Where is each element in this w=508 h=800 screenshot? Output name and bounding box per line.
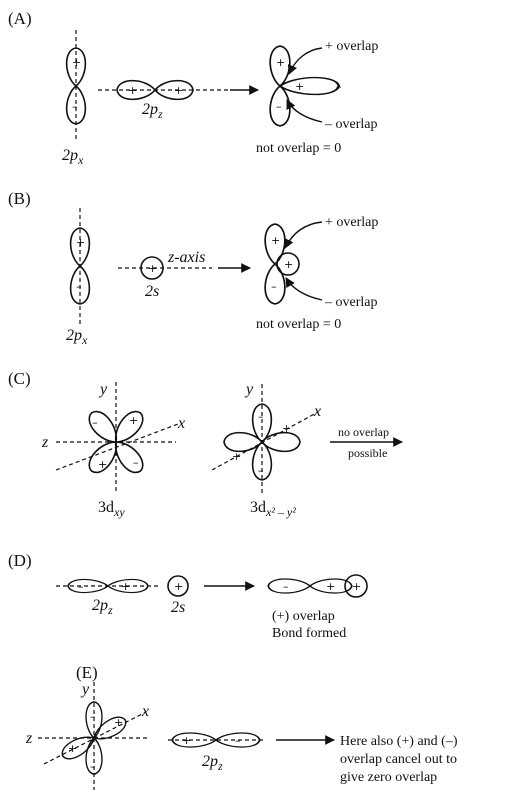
sign-plus: + [129,414,138,427]
label-e: (E) [76,663,98,682]
x-axis-dx2y2 [211,411,319,471]
arrow-plus-overlap [284,221,323,249]
s-orbital-combined-d [344,574,368,598]
label-d: (D) [8,551,32,570]
no-overlap-label: no overlap [338,425,389,439]
sign-plus: + [98,458,107,471]
sign-plus: + [121,580,130,593]
sign-plus: + [271,234,280,247]
x-label: x [141,703,149,720]
sign-plus: + [148,262,157,275]
result-label-1: (+) overlap [272,609,335,624]
sign-plus: + [276,56,285,69]
section-e: (E) – + + – y x z + – 2pz Here also (+) … [25,663,458,790]
sign-minus: – [271,280,277,293]
y-label: y [80,681,90,698]
sign-minus: – [258,464,264,477]
s-orbital-d [167,575,189,597]
plus-overlap-label: + overlap [325,39,378,54]
section-c: (C) – + + – y x z 3dxy – + + – y [8,369,403,519]
sign-plus: + [76,236,85,249]
sign-minus: – [133,456,139,469]
sign-minus: – [76,280,82,293]
sign-plus: + [182,734,191,747]
sign-plus: + [232,450,241,463]
plus-overlap-label: + overlap [325,215,378,230]
sign-minus: – [258,410,264,423]
sign-plus: + [282,422,291,435]
arrow-minus-overlap [286,99,323,123]
sign-plus: + [174,84,183,97]
sign-minus: – [283,580,289,593]
label-2pz-a: 2pz [142,101,163,121]
sign-plus: + [326,580,335,593]
s-orbital-b [140,256,164,280]
note-line-3: give zero overlap [340,770,437,785]
label-2pz-e: 2pz [202,753,223,773]
section-a: (A) + – 2px + + 2pz + – + – + ove [8,9,378,167]
note-line-2: overlap cancel out to [340,752,457,767]
minus-overlap-label: – overlap [324,295,377,310]
p-orbital-combined-d [267,578,353,594]
label-2s-d: 2s [171,599,185,616]
label-3dx2y2: 3dx² – y² [250,499,296,519]
net-overlap-label: not overlap = 0 [256,317,341,332]
sign-minus: – [72,100,78,113]
sign-plus: + [295,80,304,93]
note-line-1: Here also (+) and (–) [340,734,458,749]
label-b: (B) [8,189,31,208]
label-c: (C) [8,369,31,388]
label-a: (A) [8,9,32,28]
x-label: x [313,403,321,420]
s-orbital-overlap-b [276,252,300,276]
label-2s-b: 2s [145,283,159,300]
sign-plus: + [114,716,123,729]
sign-plus: + [352,580,361,593]
z-label: z [25,730,33,747]
possible-label: possible [348,446,387,460]
sign-minus: – [336,80,342,93]
minus-overlap-label: – overlap [324,117,377,132]
result-label-2: Bond formed [272,626,346,641]
sign-minus: – [235,734,241,747]
sign-minus: – [92,416,98,429]
arrow-plus-overlap [287,47,323,75]
sign-plus: + [284,258,293,271]
x-label: x [177,415,185,432]
z-label: z [41,434,49,451]
sign-plus: + [174,580,183,593]
sign-plus: + [128,84,137,97]
y-label: y [98,381,108,398]
z-axis-label: z-axis [167,249,205,266]
sign-minus: – [276,100,282,113]
arrow-minus-overlap [285,277,323,301]
y-label: y [244,381,254,398]
section-d: (D) – + 2pz + 2s – + + (+) overlap Bond … [8,551,368,641]
label-2px-a: 2px [62,147,84,167]
net-overlap-label: not overlap = 0 [256,141,341,156]
section-b: (B) + – 2px + 2s z-axis + + – + overlap … [8,189,378,347]
sign-plus: + [72,56,81,69]
sign-minus: – [90,760,96,773]
sign-minus: – [90,710,96,723]
label-3dxy: 3dxy [98,499,125,519]
label-2px-b: 2px [66,327,88,347]
sign-plus: + [68,742,77,755]
label-2pz-d: 2pz [92,597,113,617]
sign-minus: – [78,580,84,593]
